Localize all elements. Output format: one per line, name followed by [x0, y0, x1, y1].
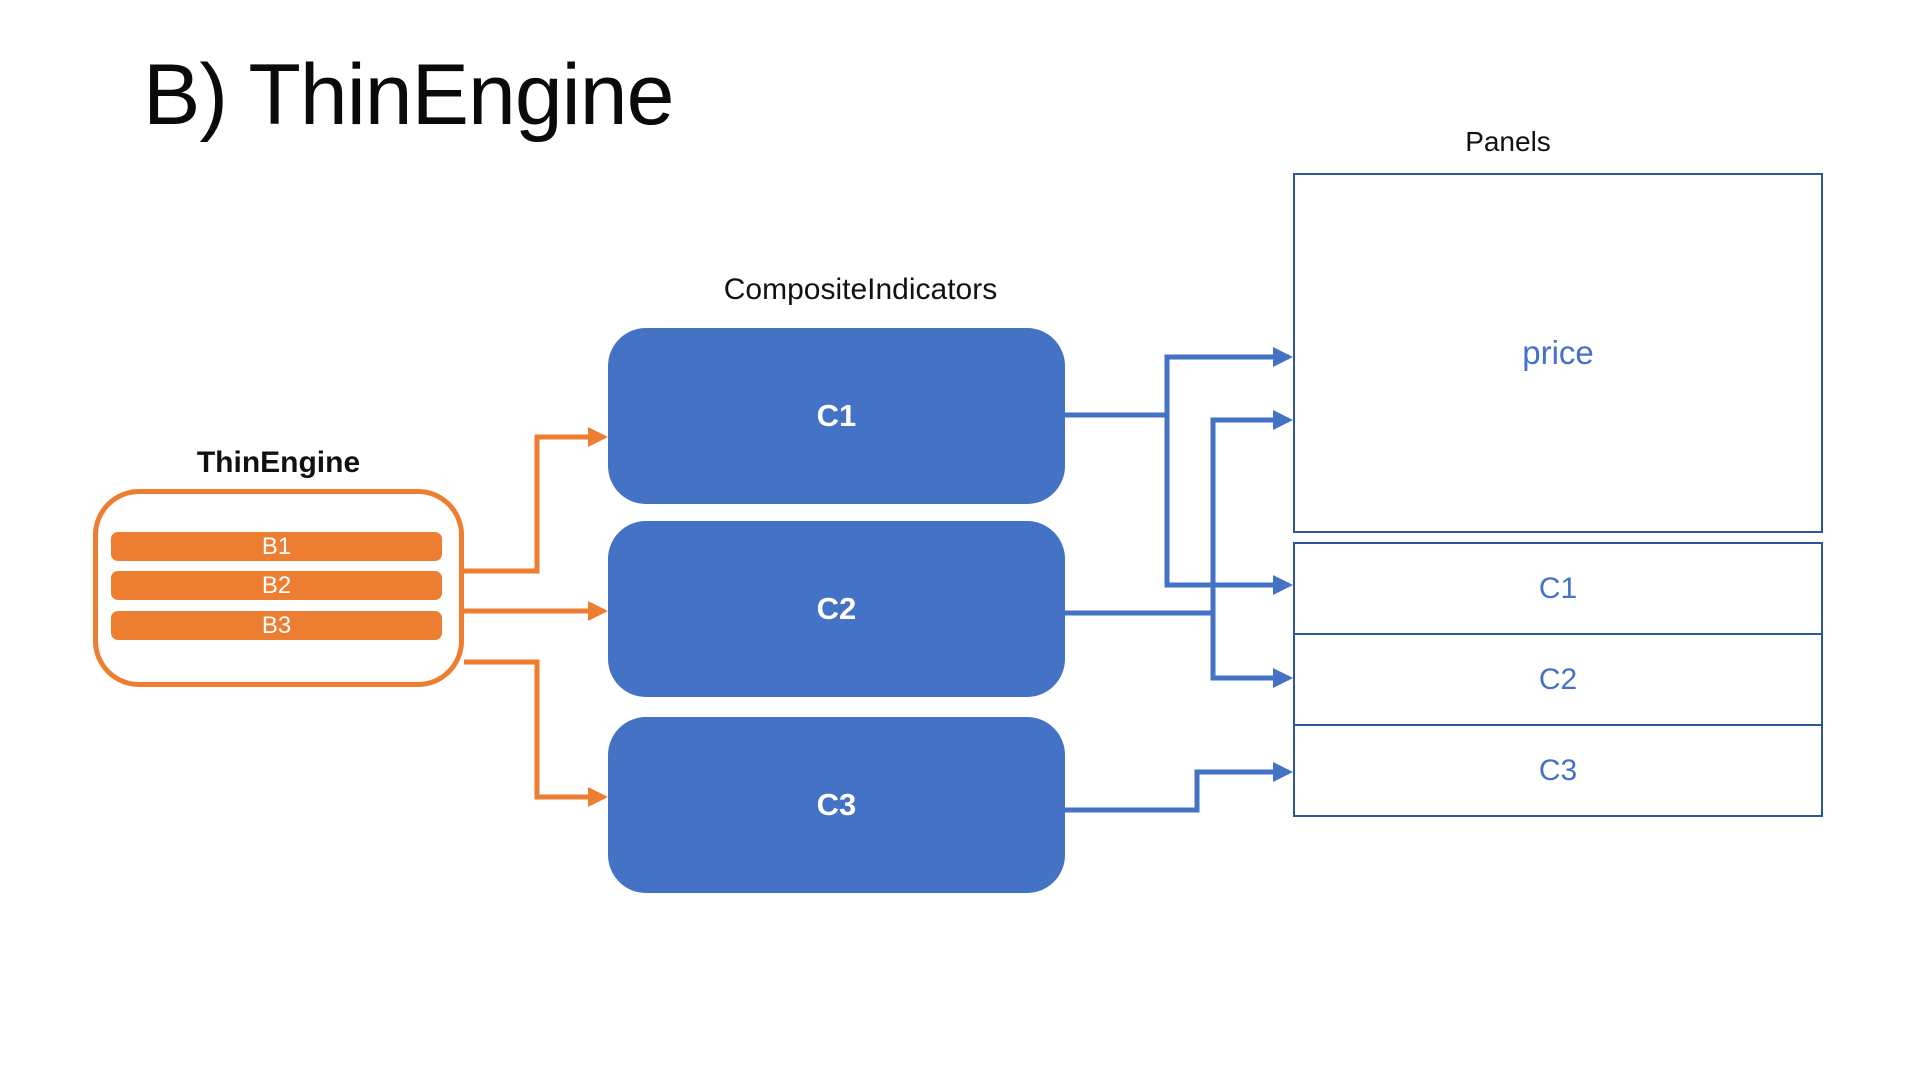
thinengine-bar-b3: B3 — [111, 611, 442, 640]
composite-indicator-box-c1-label: C1 — [816, 398, 857, 433]
panel-row-c2-label: C2 — [1538, 662, 1578, 696]
thinengine-bar-b1: B1 — [111, 532, 442, 561]
composite-indicator-box-c3-label: C3 — [816, 787, 857, 822]
arrow-c2-to-price-panel — [1065, 410, 1293, 616]
panel-price-label: price — [1522, 334, 1594, 371]
composite-indicator-box-c1: C1 — [608, 328, 1065, 504]
panel-row-c3-label: C3 — [1538, 753, 1578, 787]
panel-rows: C1 C2 C3 — [1293, 542, 1823, 817]
composite-indicators-label: CompositeIndicators — [723, 273, 998, 306]
arrow-thinengine-to-c1 — [464, 427, 608, 574]
panel-row-c2: C2 — [1295, 633, 1821, 724]
panel-price: price — [1293, 173, 1823, 533]
panel-row-c1: C1 — [1295, 544, 1821, 633]
composite-indicator-box-c2-label: C2 — [816, 591, 857, 626]
thinengine-bar-b2: B2 — [111, 571, 442, 600]
page-title: B) ThinEngine — [143, 47, 674, 143]
thinengine-group-label: ThinEngine — [196, 446, 361, 479]
arrow-thinengine-to-c3 — [464, 659, 608, 807]
panel-row-c3: C3 — [1295, 724, 1821, 815]
panel-row-c1-label: C1 — [1538, 571, 1578, 605]
arrow-c1-to-price-panel — [1065, 347, 1293, 418]
arrow-c3-to-c3-panel — [1065, 762, 1293, 813]
composite-indicator-box-c2: C2 — [608, 521, 1065, 697]
panels-group-label: Panels — [1465, 126, 1551, 157]
arrow-c1-to-c1-panel — [1065, 412, 1293, 595]
composite-indicator-box-c3: C3 — [608, 717, 1065, 893]
arrow-c2-to-c2-panel — [1065, 610, 1293, 688]
